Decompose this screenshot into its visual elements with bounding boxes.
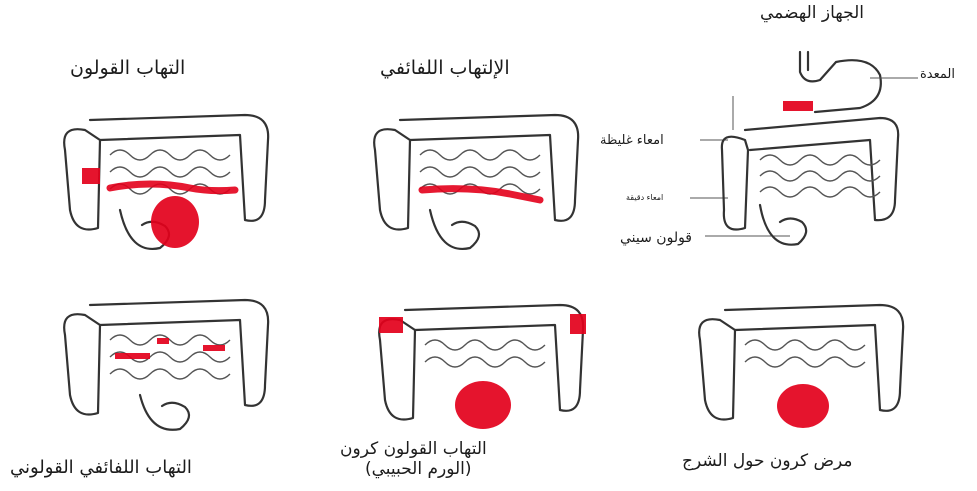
perianal-highlight <box>777 384 829 428</box>
